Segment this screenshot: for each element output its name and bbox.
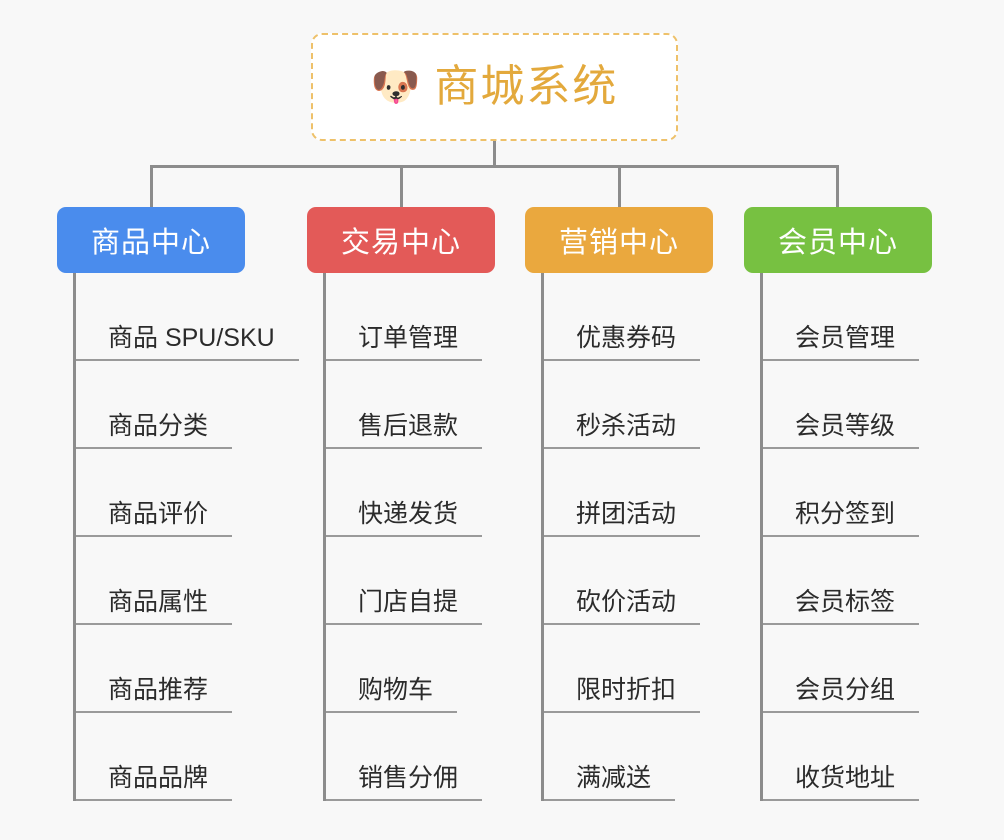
leaf-trunk-2 xyxy=(323,273,326,801)
leaf-trunk-3 xyxy=(541,273,544,801)
category-header-2[interactable]: 交易中心 xyxy=(307,207,495,273)
leaf-item[interactable]: 会员管理 xyxy=(760,273,932,361)
leaf-label: 商品 SPU/SKU xyxy=(76,324,299,361)
leaf-item[interactable]: 砍价活动 xyxy=(541,537,713,625)
category-header-label: 交易中心 xyxy=(340,227,461,259)
leaf-item[interactable]: 销售分佣 xyxy=(323,713,495,801)
leaf-item[interactable]: 收货地址 xyxy=(760,713,932,801)
leaf-item[interactable]: 订单管理 xyxy=(323,273,495,361)
leaf-label: 优惠券码 xyxy=(544,324,701,361)
leaf-label: 购物车 xyxy=(326,676,458,713)
leaf-label: 会员管理 xyxy=(763,324,920,361)
connector-drop-3 xyxy=(618,165,621,208)
leaf-label: 秒杀活动 xyxy=(544,412,701,449)
leaf-item[interactable]: 拼团活动 xyxy=(541,449,713,537)
leaf-item[interactable]: 秒杀活动 xyxy=(541,361,713,449)
leaf-list-4: 会员管理 会员等级 积分签到 会员标签 会员分组 收货地址 xyxy=(760,273,932,801)
category-header-3[interactable]: 营销中心 xyxy=(525,207,713,273)
leaf-item[interactable]: 会员分组 xyxy=(760,625,932,713)
leaf-item[interactable]: 商品分类 xyxy=(73,361,245,449)
category-header-label: 会员中心 xyxy=(777,227,898,259)
leaf-label: 订单管理 xyxy=(326,324,483,361)
leaf-label: 会员等级 xyxy=(763,412,920,449)
leaf-item[interactable]: 快递发货 xyxy=(323,449,495,537)
leaf-item[interactable]: 购物车 xyxy=(323,625,495,713)
leaf-item[interactable]: 售后退款 xyxy=(323,361,495,449)
connector-drop-1 xyxy=(150,165,153,208)
connector-horizontal-bus xyxy=(150,165,839,168)
dog-face-icon: 🐶 xyxy=(370,65,421,109)
category-column-3: 营销中心 优惠券码 秒杀活动 拼团活动 砍价活动 限时折扣 满减送 xyxy=(525,207,713,801)
leaf-item[interactable]: 满减送 xyxy=(541,713,713,801)
root-title: 商城系统 xyxy=(434,62,619,111)
connector-drop-2 xyxy=(400,165,403,208)
leaf-item[interactable]: 商品评价 xyxy=(73,449,245,537)
category-header-1[interactable]: 商品中心 xyxy=(57,207,245,273)
leaf-label: 商品品牌 xyxy=(76,764,233,801)
leaf-label: 销售分佣 xyxy=(326,764,483,801)
category-header-label: 商品中心 xyxy=(90,227,211,259)
leaf-label: 收货地址 xyxy=(763,764,920,801)
leaf-label: 拼团活动 xyxy=(544,500,701,537)
leaf-label: 门店自提 xyxy=(326,588,483,625)
leaf-label: 砍价活动 xyxy=(544,588,701,625)
leaf-item[interactable]: 会员等级 xyxy=(760,361,932,449)
leaf-label: 会员标签 xyxy=(763,588,920,625)
leaf-label: 售后退款 xyxy=(326,412,483,449)
leaf-item[interactable]: 限时折扣 xyxy=(541,625,713,713)
leaf-label: 商品属性 xyxy=(76,588,233,625)
leaf-trunk-4 xyxy=(760,273,763,801)
category-column-1: 商品中心 商品 SPU/SKU 商品分类 商品评价 商品属性 商品推荐 商品品牌 xyxy=(57,207,299,801)
leaf-item[interactable]: 优惠券码 xyxy=(541,273,713,361)
category-header-label: 营销中心 xyxy=(558,227,679,259)
leaf-label: 会员分组 xyxy=(763,676,920,713)
leaf-label: 积分签到 xyxy=(763,500,920,537)
leaf-label: 商品评价 xyxy=(76,500,233,537)
leaf-list-1: 商品 SPU/SKU 商品分类 商品评价 商品属性 商品推荐 商品品牌 xyxy=(73,273,299,801)
category-header-4[interactable]: 会员中心 xyxy=(744,207,932,273)
root-node[interactable]: 🐶 商城系统 xyxy=(311,33,678,141)
leaf-trunk-1 xyxy=(73,273,76,801)
connector-drop-4 xyxy=(836,165,839,208)
leaf-item[interactable]: 积分签到 xyxy=(760,449,932,537)
leaf-label: 商品分类 xyxy=(76,412,233,449)
leaf-item[interactable]: 商品 SPU/SKU xyxy=(73,273,299,361)
leaf-item[interactable]: 会员标签 xyxy=(760,537,932,625)
leaf-list-3: 优惠券码 秒杀活动 拼团活动 砍价活动 限时折扣 满减送 xyxy=(541,273,713,801)
leaf-list-2: 订单管理 售后退款 快递发货 门店自提 购物车 销售分佣 xyxy=(323,273,495,801)
leaf-label: 商品推荐 xyxy=(76,676,233,713)
leaf-item[interactable]: 门店自提 xyxy=(323,537,495,625)
leaf-item[interactable]: 商品品牌 xyxy=(73,713,245,801)
leaf-label: 快递发货 xyxy=(326,500,483,537)
leaf-label: 限时折扣 xyxy=(544,676,701,713)
category-column-4: 会员中心 会员管理 会员等级 积分签到 会员标签 会员分组 收货地址 xyxy=(744,207,932,801)
leaf-item[interactable]: 商品推荐 xyxy=(73,625,245,713)
leaf-label: 满减送 xyxy=(544,764,676,801)
leaf-item[interactable]: 商品属性 xyxy=(73,537,245,625)
connector-root-stem xyxy=(493,141,496,167)
category-column-2: 交易中心 订单管理 售后退款 快递发货 门店自提 购物车 销售分佣 xyxy=(307,207,495,801)
